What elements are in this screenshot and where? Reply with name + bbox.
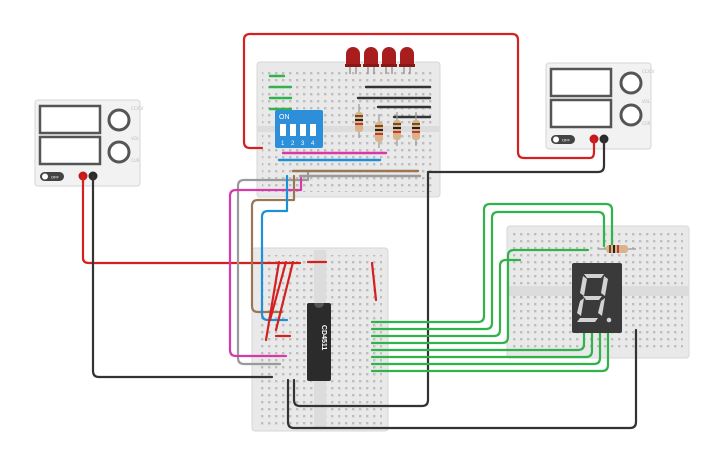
dip-number-4: 4: [311, 141, 315, 147]
resistor-2[interactable]: [375, 114, 383, 148]
cc-cv-label: CC/CV: [642, 69, 655, 74]
segment-a: [584, 274, 604, 278]
cur-label: CUR: [642, 121, 651, 126]
vol-label: VOL: [642, 99, 651, 104]
seven-segment-display[interactable]: [572, 263, 622, 333]
segment-g: [583, 296, 602, 300]
wire-green-6[interactable]: [370, 326, 594, 359]
power-supply-left[interactable]: CC/CV VOL CUR OFF: [34, 99, 144, 187]
segment-e: [577, 298, 584, 316]
power-supply-right[interactable]: CC/CV VOL CUR OFF: [545, 62, 655, 150]
wire-red-short-1[interactable]: [274, 260, 295, 332]
cc-cv-label: CC/CV: [131, 106, 144, 111]
dip-toggle-2[interactable]: [290, 124, 296, 136]
wire-blue[interactable]: [260, 174, 289, 322]
dip-number-1: 1: [281, 141, 285, 147]
wire-black-long[interactable]: [292, 170, 430, 408]
led-1[interactable]: [345, 47, 361, 74]
wire-green-4[interactable]: [370, 248, 542, 345]
resistor-3[interactable]: [393, 112, 401, 146]
wire-green-3[interactable]: [370, 258, 522, 338]
current-display: [38, 135, 102, 166]
wire-red-left-psu[interactable]: [81, 174, 302, 265]
wire-green-2[interactable]: [370, 210, 606, 331]
wire-green-1[interactable]: [370, 202, 614, 324]
wire-black-bottom[interactable]: [286, 328, 638, 430]
led-2[interactable]: [363, 47, 379, 74]
segment-d: [577, 318, 598, 322]
vol-label: VOL: [131, 136, 140, 141]
cur-label: CUR: [131, 158, 140, 163]
led-4[interactable]: [399, 47, 415, 74]
dip-on-label: ON: [279, 114, 290, 121]
dip-number-2: 2: [291, 141, 295, 147]
segment-f: [580, 276, 587, 296]
dip-toggle-1[interactable]: [280, 124, 286, 136]
current-knob[interactable]: [619, 103, 643, 127]
voltage-display: [549, 67, 613, 98]
dip-toggle-4[interactable]: [310, 124, 316, 136]
voltage-display: [38, 104, 102, 135]
dip-switch[interactable]: ON 1 2 3 4: [275, 110, 323, 148]
led-array[interactable]: [345, 47, 415, 74]
off-label: OFF: [562, 138, 571, 143]
wire-green-7[interactable]: [370, 326, 602, 366]
ic-label: CD4511: [320, 325, 327, 350]
off-label: OFF: [51, 175, 60, 180]
dip-toggle-3[interactable]: [300, 124, 306, 136]
wire-red-short-2[interactable]: [268, 260, 288, 322]
current-knob[interactable]: [107, 140, 131, 164]
wire-brown[interactable]: [250, 174, 296, 314]
voltage-knob[interactable]: [619, 71, 643, 95]
ic-chip[interactable]: CD4511: [307, 303, 331, 381]
resistor-4[interactable]: [412, 112, 420, 146]
wire-black-right-psu[interactable]: [426, 137, 606, 174]
current-display: [549, 98, 613, 129]
breadboard-top[interactable]: [256, 61, 441, 198]
wire-green-8[interactable]: [370, 326, 610, 373]
wire-red-short-3[interactable]: [264, 260, 281, 342]
wire-gray[interactable]: [236, 169, 310, 366]
wire-green-5[interactable]: [370, 326, 586, 352]
wire-red-short-5[interactable]: [370, 261, 378, 302]
wire-black-left-psu[interactable]: [91, 174, 274, 379]
resistor-1[interactable]: [355, 104, 363, 138]
voltage-knob[interactable]: [107, 108, 131, 132]
dip-number-3: 3: [301, 141, 305, 147]
led-3[interactable]: [381, 47, 397, 74]
wire-red-top-loop[interactable]: [242, 32, 596, 160]
resistor-5[interactable]: [598, 245, 636, 253]
wire-magenta[interactable]: [228, 174, 303, 358]
segment-c: [598, 298, 605, 316]
segment-b: [601, 276, 608, 296]
segment-dp: [606, 317, 612, 323]
